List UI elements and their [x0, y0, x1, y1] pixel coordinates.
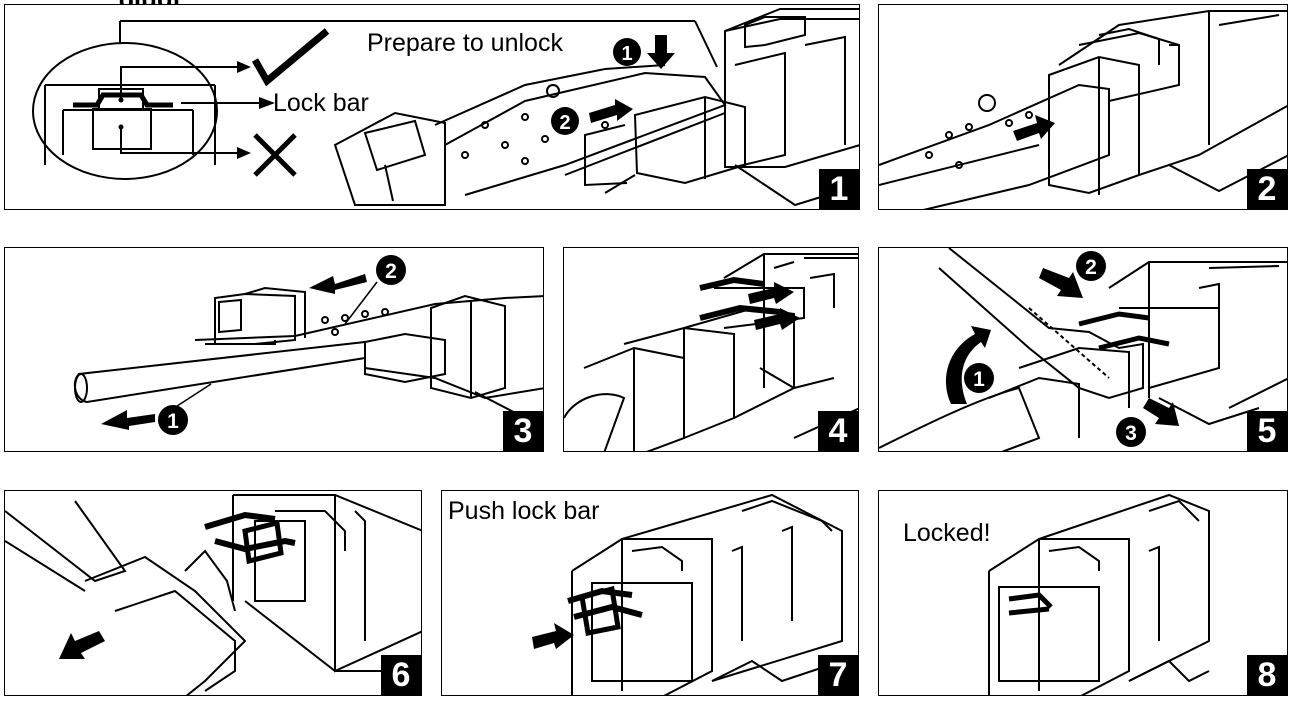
label-push-lock-bar: Push lock bar — [448, 497, 600, 525]
curved-arrow-icon — [945, 326, 991, 404]
step-2-marker: 2 — [559, 112, 570, 134]
panel-number-2: 2 — [1247, 169, 1287, 209]
cross-mark-icon — [253, 133, 297, 177]
arrow-icon — [259, 97, 275, 109]
arrow-icon — [754, 308, 800, 330]
arrow-icon — [1013, 115, 1055, 141]
check-mark-icon — [251, 28, 330, 87]
panel-number-1: 1 — [819, 169, 859, 209]
step-1-marker: 1 — [621, 43, 632, 65]
panel-4: 4 — [563, 247, 859, 452]
panel-8-illustration — [988, 493, 1210, 695]
arrow-icon — [237, 147, 251, 159]
panel-6: 6 — [4, 490, 422, 696]
step-1-marker: 1 — [973, 368, 985, 391]
panel-number-3: 3 — [503, 411, 543, 451]
panel-5: 2 1 3 5 — [878, 247, 1288, 452]
panel-3: 2 1 3 — [4, 247, 544, 452]
arrow-icon — [589, 99, 633, 123]
label-prepare-to-unlock: Prepare to unlock — [367, 29, 563, 57]
label-lock-bar: Lock bar — [273, 89, 369, 117]
panel-7-illustration — [532, 493, 843, 695]
step-1-marker: 1 — [167, 410, 179, 433]
panel-7: Push lock bar 7 — [441, 490, 859, 696]
panel-5-illustration: 2 1 3 — [879, 248, 1287, 451]
panel-8: Locked! 8 — [878, 490, 1288, 696]
arrow-icon — [532, 623, 574, 649]
panel-number-4: 4 — [818, 411, 858, 451]
panel-1: 1 2 Prepare to unlock Lock bar 1 — [4, 4, 860, 210]
step-2-marker: 2 — [385, 260, 397, 283]
panel-2-illustration — [879, 10, 1287, 209]
panel-number-6: 6 — [381, 655, 421, 695]
arrow-icon — [59, 631, 105, 659]
panel-3-illustration: 2 1 — [73, 255, 543, 435]
arrow-icon — [237, 61, 251, 73]
panel-2: 2 — [878, 4, 1288, 210]
arrow-icon — [101, 410, 155, 430]
arrow-icon — [1143, 398, 1179, 426]
panel-number-8: 8 — [1247, 655, 1287, 695]
step-3-marker: 3 — [1125, 422, 1137, 445]
panel-1-illustration: 1 2 — [32, 8, 859, 207]
detail-callout-circle — [32, 42, 218, 180]
label-locked: Locked! — [903, 519, 991, 547]
arrow-icon — [309, 274, 367, 294]
panel-number-5: 5 — [1247, 411, 1287, 451]
panel-6-illustration — [5, 494, 421, 695]
panel-4-illustration — [564, 253, 858, 451]
arrow-icon — [1039, 268, 1083, 298]
arrow-icon — [748, 282, 794, 304]
panel-number-7: 7 — [818, 655, 858, 695]
down-arrow-icon — [647, 35, 675, 69]
step-2-marker: 2 — [1085, 256, 1097, 279]
